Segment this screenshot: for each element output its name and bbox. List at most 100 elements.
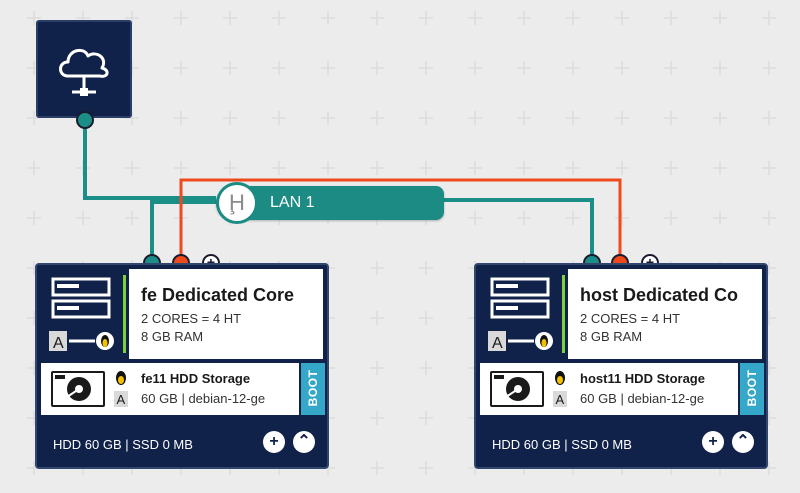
- svg-text:A: A: [556, 392, 565, 407]
- grid-cross: [223, 111, 237, 125]
- boot-label: BOOT: [306, 369, 320, 407]
- grid-cross: [370, 461, 384, 475]
- server-info-panel[interactable]: host Dedicated Co 2 CORES = 4 HT 8 GB RA…: [568, 269, 762, 359]
- grid-cross: [566, 61, 580, 75]
- internet-node[interactable]: [36, 20, 132, 118]
- grid-cross: [321, 61, 335, 75]
- grid-cross: [272, 111, 286, 125]
- grid-cross: [664, 211, 678, 225]
- grid-cross: [419, 361, 433, 375]
- grid-cross: [468, 111, 482, 125]
- grid-cross: [713, 61, 727, 75]
- grid-cross: [370, 161, 384, 175]
- grid-cross: [664, 111, 678, 125]
- linux-os-icon: A: [553, 371, 567, 407]
- grid-cross: [321, 161, 335, 175]
- lan-node[interactable]: Ḩ LAN 1: [216, 182, 444, 224]
- add-storage-button[interactable]: +: [263, 431, 285, 453]
- link-internet-lan[interactable]: [83, 120, 216, 200]
- grid-cross: [419, 411, 433, 425]
- link-host-lan[interactable]: [444, 198, 594, 262]
- collapse-button[interactable]: ⌃: [732, 431, 754, 453]
- boot-badge[interactable]: BOOT: [301, 363, 325, 415]
- grid-cross: [762, 61, 776, 75]
- grid-cross: [468, 161, 482, 175]
- grid-cross: [615, 211, 629, 225]
- svg-text:A: A: [53, 335, 64, 352]
- grid-cross: [27, 161, 41, 175]
- server-cores: 2 CORES = 4 HT: [580, 311, 681, 326]
- grid-cross: [223, 161, 237, 175]
- add-storage-button[interactable]: +: [702, 431, 724, 453]
- grid-cross: [370, 311, 384, 325]
- storage-detail: 60 GB | debian-12-ge: [141, 391, 266, 406]
- grid-cross: [174, 11, 188, 25]
- grid-cross: [419, 161, 433, 175]
- grid-cross: [370, 111, 384, 125]
- storage-title: fe11 HDD Storage: [141, 371, 251, 386]
- grid-cross: [272, 61, 286, 75]
- link-fe-lan[interactable]: [150, 200, 230, 262]
- grid-cross: [615, 161, 629, 175]
- grid-cross: [468, 11, 482, 25]
- boot-label: BOOT: [745, 369, 759, 407]
- grid-cross: [370, 411, 384, 425]
- server-rack-icon: A: [49, 277, 114, 352]
- server-card-host[interactable]: A host Dedicated Co 2 CORES = 4 HT 8 GB …: [474, 263, 768, 469]
- grid-cross: [27, 111, 41, 125]
- internet-port[interactable]: [76, 111, 94, 129]
- linux-os-icon: A: [114, 371, 128, 407]
- storage-detail: 60 GB | debian-12-ge: [580, 391, 705, 406]
- grid-cross: [272, 161, 286, 175]
- link-fe-host-secondary[interactable]: [179, 178, 622, 262]
- grid-cross: [27, 211, 41, 225]
- collapse-button[interactable]: ⌃: [293, 431, 315, 453]
- server-title: host Dedicated Co: [580, 285, 739, 305]
- grid-cross: [272, 11, 286, 25]
- hub-icon: Ḩ: [216, 182, 258, 224]
- grid-cross: [566, 111, 580, 125]
- grid-cross: [125, 161, 139, 175]
- grid-cross: [664, 61, 678, 75]
- grid-cross: [174, 111, 188, 125]
- grid-cross: [419, 11, 433, 25]
- grid-cross: [468, 61, 482, 75]
- grid-cross: [762, 11, 776, 25]
- hdd-icon: [51, 371, 105, 407]
- grid-cross: [517, 211, 531, 225]
- server-title: fe Dedicated Core: [141, 285, 295, 305]
- grid-cross: [615, 61, 629, 75]
- storage-item[interactable]: A host11 HDD Storage 60 GB | debian-12-g…: [480, 363, 738, 415]
- grid-cross: [419, 311, 433, 325]
- grid-cross: [517, 61, 531, 75]
- server-info-panel[interactable]: fe Dedicated Core 2 CORES = 4 HT 8 GB RA…: [129, 269, 323, 359]
- grid-cross: [223, 61, 237, 75]
- grid-cross: [125, 111, 139, 125]
- grid-cross: [419, 61, 433, 75]
- grid-cross: [713, 161, 727, 175]
- grid-cross: [566, 11, 580, 25]
- grid-cross: [321, 111, 335, 125]
- server-status-bar: [562, 275, 565, 353]
- server-rack-icon: A: [488, 277, 553, 352]
- grid-cross: [664, 161, 678, 175]
- grid-cross: [370, 11, 384, 25]
- lan-label: LAN 1: [270, 194, 315, 211]
- server-card-fe[interactable]: A fe Dedicated Core 2 CORES = 4 HT 8 GB …: [35, 263, 329, 469]
- grid-cross: [468, 211, 482, 225]
- grid-cross: [713, 211, 727, 225]
- grid-cross: [76, 211, 90, 225]
- svg-text:A: A: [117, 392, 126, 407]
- storage-title: host11 HDD Storage: [580, 371, 705, 386]
- grid-cross: [370, 61, 384, 75]
- grid-cross: [321, 11, 335, 25]
- grid-cross: [517, 11, 531, 25]
- storage-summary: HDD 60 GB | SSD 0 MB: [53, 437, 193, 452]
- boot-badge[interactable]: BOOT: [740, 363, 764, 415]
- grid-cross: [223, 11, 237, 25]
- grid-cross: [27, 11, 41, 25]
- storage-item[interactable]: A fe11 HDD Storage 60 GB | debian-12-ge: [41, 363, 299, 415]
- grid-cross: [419, 261, 433, 275]
- server-status-bar: [123, 275, 126, 353]
